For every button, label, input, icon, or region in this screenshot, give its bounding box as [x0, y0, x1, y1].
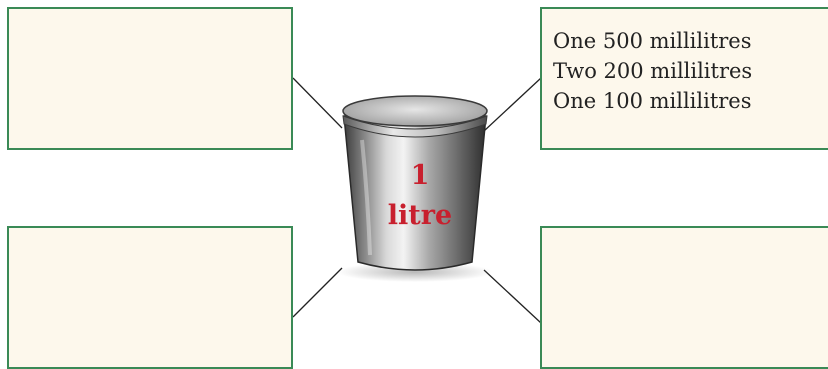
connector-top-right — [483, 77, 542, 132]
answer-box-bottom-left[interactable] — [7, 226, 293, 369]
box-line-2: Two 200 millilitres — [553, 59, 753, 83]
connector-top-left — [292, 77, 343, 129]
answer-box-top-left[interactable] — [7, 7, 293, 150]
jar-icon — [337, 95, 493, 282]
jar-capacity-unit: litre — [387, 200, 453, 231]
answer-box-bottom-right[interactable] — [540, 226, 828, 369]
box-line-1: One 500 millilitres — [553, 29, 752, 53]
connector-bottom-left — [292, 267, 343, 318]
box-line-3: One 100 millilitres — [553, 89, 752, 113]
box-text: One 500 millilitres Two 200 millilitres … — [553, 26, 752, 116]
jar-capacity-number: 1 — [410, 160, 430, 191]
connector-bottom-right — [483, 269, 542, 324]
answer-box-top-right[interactable]: One 500 millilitres Two 200 millilitres … — [540, 7, 828, 150]
